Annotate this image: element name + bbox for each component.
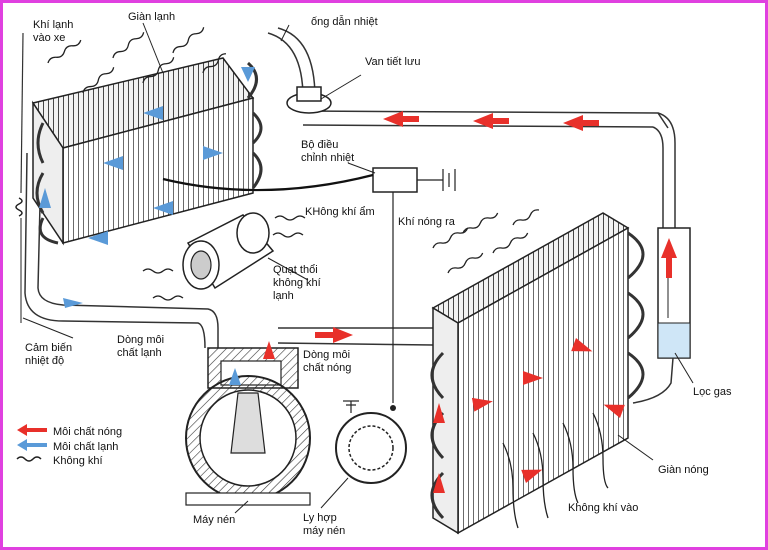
legend-label-air: Không khí — [53, 455, 103, 467]
air-waves — [47, 27, 609, 529]
label-temp-sensor-2: nhiệt độ — [25, 355, 64, 367]
legend-label-hot: Môi chất nóng — [53, 426, 122, 438]
label-evaporator: Giàn lạnh — [128, 11, 175, 23]
cold-flow-arrows — [39, 67, 255, 385]
label-air-in: Không khí vào — [568, 502, 638, 514]
legend-air-wave — [16, 456, 42, 462]
label-hot-line-2: chất nóng — [303, 362, 351, 374]
label-hot-air-out: Khí nóng ra — [398, 216, 456, 228]
legend-label-cold: Môi chất lạnh — [53, 441, 118, 453]
compressor-clutch — [335, 400, 407, 484]
compressor — [185, 347, 311, 506]
refrigerant-pipes — [20, 27, 676, 349]
label-blower-3: lạnh — [273, 290, 294, 302]
gas-filter — [632, 227, 691, 404]
label-heat-tube: ống dẫn nhiệt — [311, 15, 378, 28]
label-thermostat-1: Bộ điều — [301, 139, 338, 151]
legend-marks — [16, 424, 47, 462]
thermostat-box — [162, 162, 456, 403]
label-gas-filter: Lọc gas — [693, 386, 732, 398]
label-clutch-1: Ly hợp — [303, 512, 337, 524]
label-expansion-valve: Van tiết lưu — [365, 56, 420, 68]
label-temp-sensor-1: Cảm biến — [25, 342, 72, 354]
label-compressor: Máy nén — [193, 514, 235, 526]
leader-lines — [22, 22, 694, 514]
ac-system-diagram: Khí lạnh vào xe Giàn lạnh ống dẫn nhiệt … — [15, 11, 732, 537]
label-hot-line-1: Dòng môi — [303, 349, 350, 361]
label-condenser: Giàn nóng — [658, 464, 709, 476]
legend-cold-arrow — [17, 439, 27, 451]
label-cold-line-1: Dòng môi — [117, 334, 164, 346]
temp-sensor — [15, 197, 23, 323]
legend-hot-arrow — [17, 424, 27, 436]
blower-fan — [182, 212, 275, 290]
expansion-valve — [286, 74, 362, 114]
label-humid-air: KHông khí ẩm — [305, 206, 375, 218]
label-clutch-2: máy nén — [303, 525, 345, 537]
label-blower-2: không khí — [273, 277, 321, 289]
label-cold-air-2: vào xe — [33, 32, 65, 44]
text-labels: Khí lạnh vào xe Giàn lạnh ống dẫn nhiệt … — [25, 11, 732, 537]
condenser — [430, 212, 645, 535]
label-blower-1: Quạt thổi — [273, 264, 318, 276]
label-cold-air-1: Khí lạnh — [33, 19, 73, 31]
label-thermostat-2: chỉnh nhiệt — [301, 152, 354, 164]
hot-flow-arrows — [263, 111, 677, 493]
label-cold-line-2: chất lạnh — [117, 347, 162, 359]
evaporator — [31, 57, 263, 246]
